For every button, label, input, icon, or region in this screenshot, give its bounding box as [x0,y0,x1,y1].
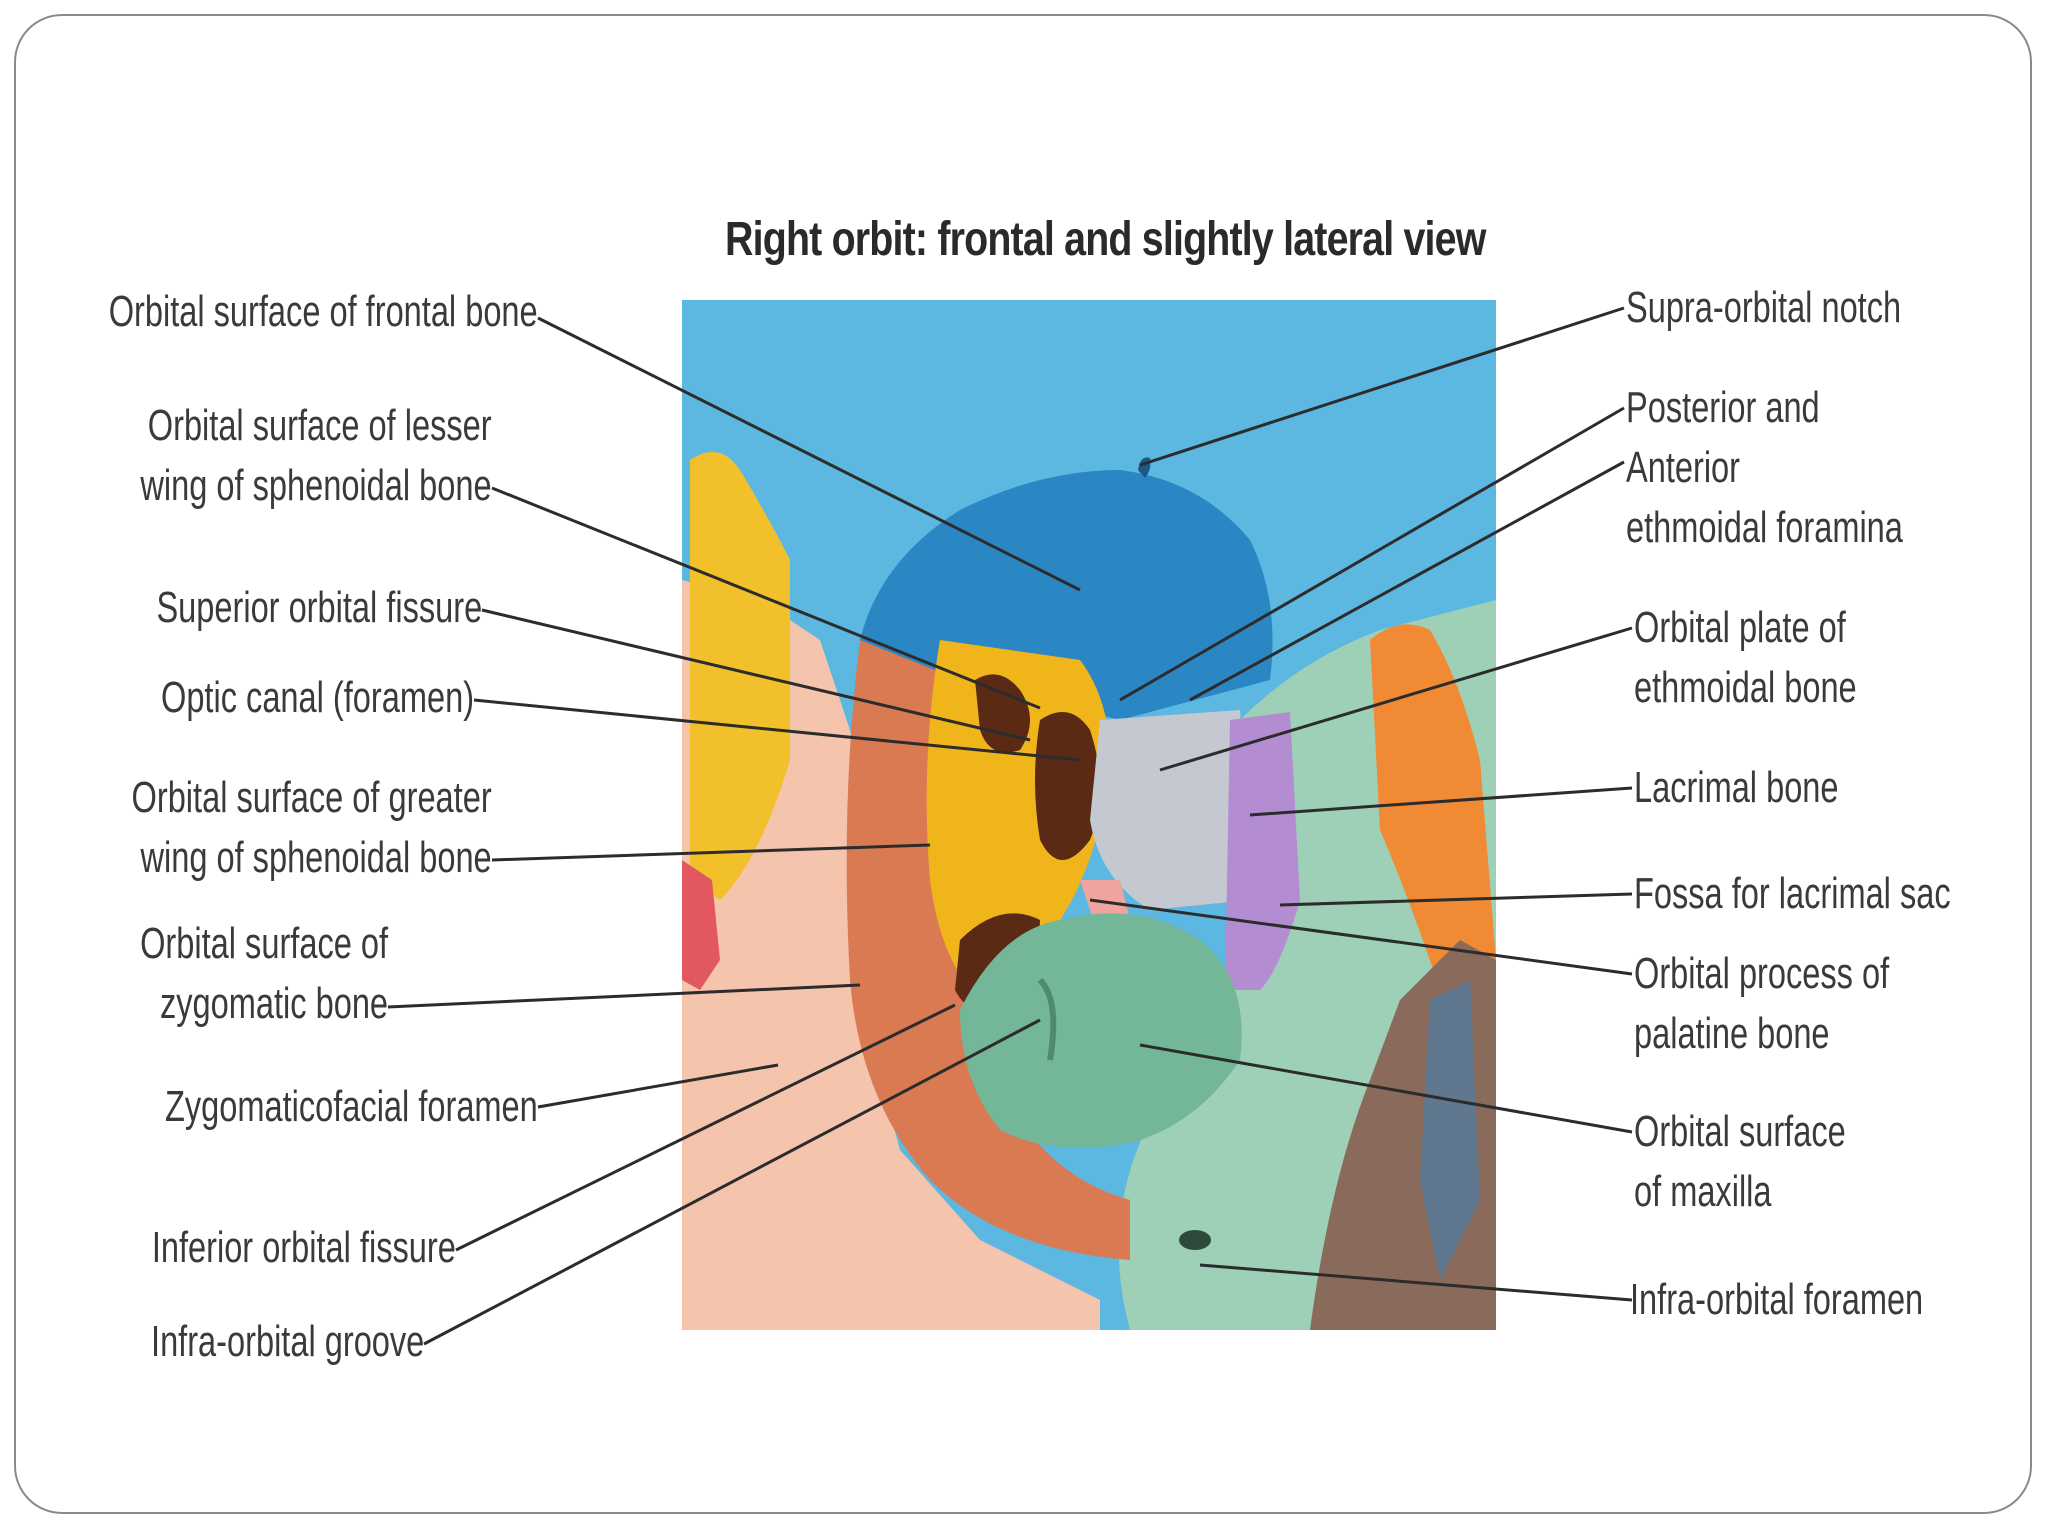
label-line: Orbital surface of lesser [148,401,493,450]
maxilla-floor [960,913,1242,1148]
leader-frontal-surface [537,316,1081,592]
orbit-painting [682,300,1496,1330]
label-line: wing of sphenoidal bone [140,833,492,882]
label-line: zygomatic bone [159,979,388,1028]
label-lacrimal-fossa: Fossa for lacrimal sac [1634,869,1951,918]
label-superior-fissure: Superior orbital fissure [156,583,482,632]
infraorbital-groove-shape [1037,977,1057,1061]
nasal-blue-gray-area [1420,980,1480,1280]
label-line: Posterior and [1626,383,1820,432]
label-ethmoidal-foramina: Posterior and Anterior ethmoidal foramin… [1626,378,1903,558]
leader-greater-wing [491,843,931,862]
leader-lacrimal-fossa [1279,892,1633,907]
label-line: wing of sphenoidal bone [140,461,492,510]
leader-zygomatic-surface [387,983,861,1009]
label-line: ethmoidal foramina [1626,503,1903,552]
label-line: Orbital plate of [1634,603,1846,652]
leader-supraorbital-notch [1139,306,1625,467]
label-infraorbital-foramen: Infra-orbital foramen [1630,1275,1924,1324]
label-lacrimal-bone: Lacrimal bone [1634,763,1839,812]
leader-superior-fissure [481,608,1031,742]
ethmoid-plate [1090,710,1250,910]
label-line: palatine bone [1634,1009,1830,1058]
zygomatic-rim [846,608,1130,1260]
figure-title: Right orbit: frontal and slightly latera… [725,213,1486,266]
label-frontal-surface: Orbital surface of frontal bone [109,287,538,336]
leader-zygomaticofacial [537,1063,779,1109]
leader-infraorbital-foramen [1199,1263,1633,1302]
leader-posterior-ethmoidal [1119,406,1625,702]
label-line: Anterior [1626,443,1741,492]
lateral-red-patch [682,860,720,990]
optic-canal-shape [1035,712,1100,860]
label-palatine-process: Orbital process of palatine bone [1634,944,1889,1064]
label-line: of maxilla [1634,1167,1772,1216]
label-greater-wing: Orbital surface of greater wing of sphen… [132,768,492,888]
infraorbital-foramen-shape [1179,1230,1211,1250]
lateral-yellow-strip [690,452,790,900]
label-supraorbital-notch: Supra-orbital notch [1626,283,1902,332]
leader-ethmoid-plate [1159,626,1633,772]
leader-inferior-fissure [455,1003,956,1252]
leader-maxilla-surface [1139,1043,1633,1134]
label-lesser-wing: Orbital surface of lesser wing of spheno… [141,396,492,516]
leader-lines [387,306,1633,1346]
label-line: Orbital process of [1634,949,1890,998]
label-inferior-fissure: Inferior orbital fissure [151,1223,456,1272]
label-ethmoid-plate: Orbital plate of ethmoidal bone [1634,598,1857,718]
leader-infraorbital-groove [423,1018,1041,1346]
label-line: Orbital surface [1634,1107,1846,1156]
label-maxilla-surface: Orbital surface of maxilla [1634,1102,1846,1222]
label-optic-canal: Optic canal (foramen) [160,673,474,722]
label-line: Orbital surface of greater [131,773,492,822]
label-line: Orbital surface of [140,919,388,968]
leader-optic-canal [473,698,1081,762]
leader-anterior-ethmoidal [1189,460,1625,702]
label-infraorbital-groove: Infra-orbital groove [150,1317,424,1366]
superior-fissure-shape [975,674,1030,753]
leader-palatine-process [1089,898,1633,976]
label-zygomaticofacial: Zygomaticofacial foramen [165,1082,538,1131]
leader-lesser-wing [491,486,1041,710]
label-zygomatic-surface: Orbital surface of zygomatic bone [140,914,388,1034]
label-line: ethmoidal bone [1634,663,1857,712]
leader-lacrimal-bone [1249,786,1633,817]
